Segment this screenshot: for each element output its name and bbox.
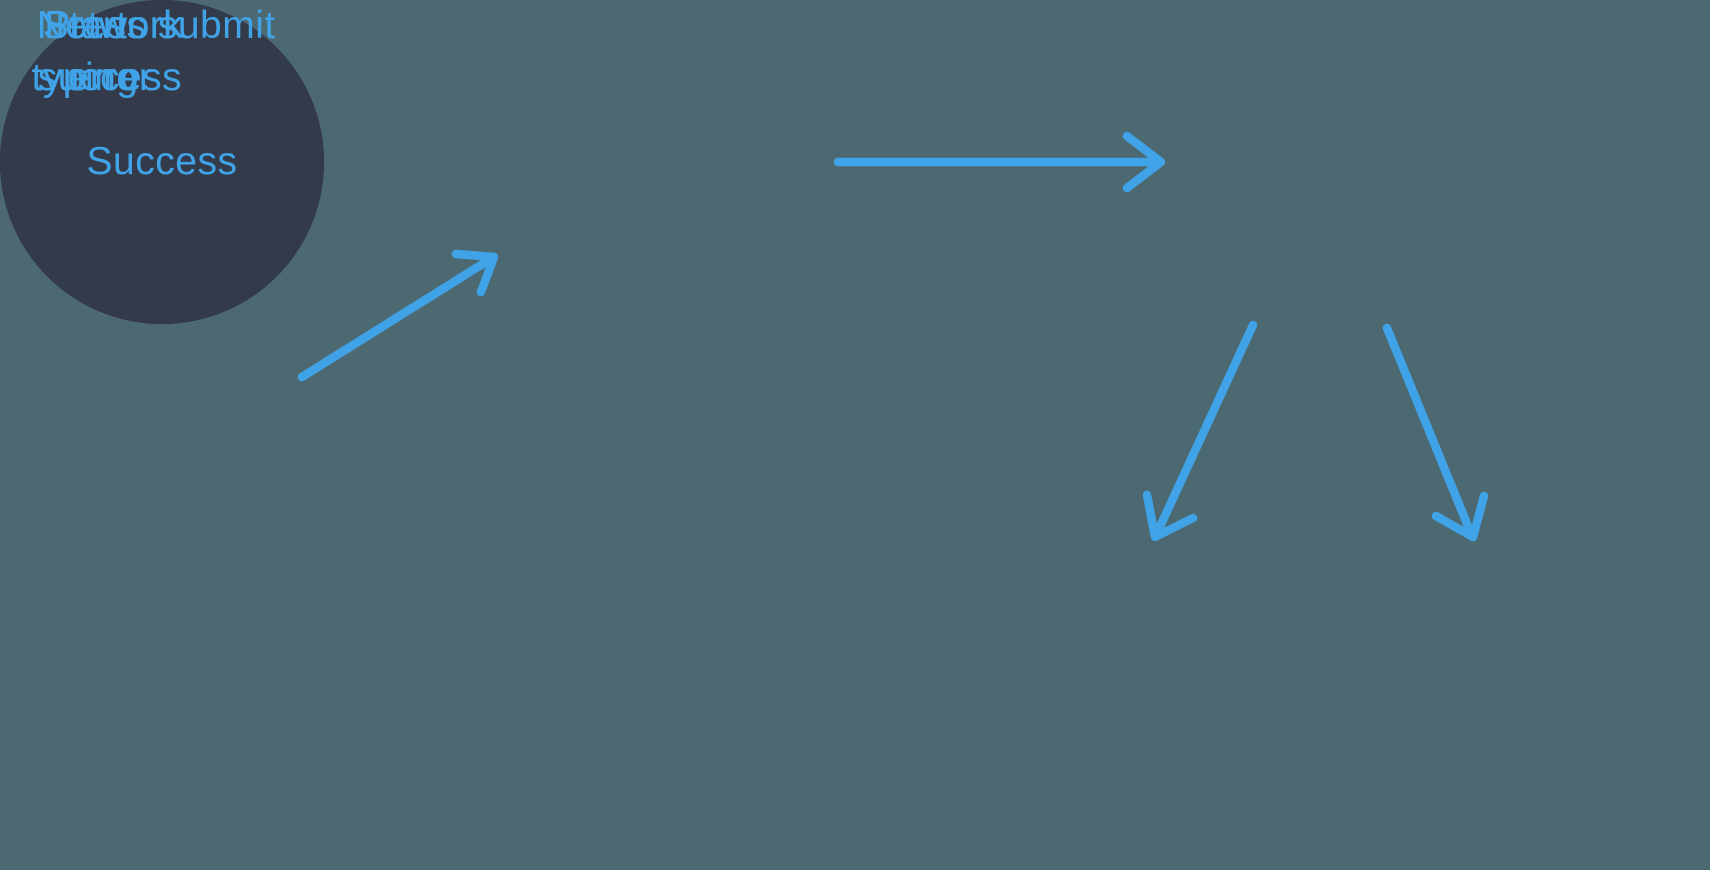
transition-label-network-error: Network error bbox=[36, 4, 184, 99]
arrow-press-submit bbox=[833, 131, 1166, 193]
transition-label-start-typing: Start typing bbox=[31, 4, 139, 99]
state-label-success: Success bbox=[86, 140, 238, 183]
transition-label-press-submit: Press submit bbox=[44, 4, 276, 47]
arrow-network-error bbox=[1142, 320, 1258, 542]
arrow-network-success bbox=[1382, 323, 1489, 542]
arrow-start-typing bbox=[297, 249, 499, 382]
transition-label-network-success: Network success bbox=[36, 4, 184, 99]
state-node-success: Success bbox=[0, 0, 324, 324]
